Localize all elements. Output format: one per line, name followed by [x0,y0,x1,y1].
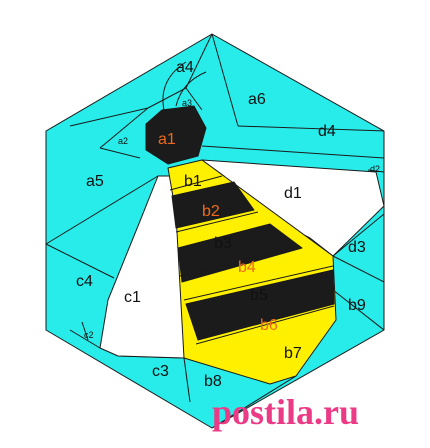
label-b6: b6 [260,317,278,334]
label-c2: c2 [84,330,94,340]
body-segment-lines [169,175,335,345]
label-d2: d2 [370,164,380,174]
stripe-b4 [177,223,303,283]
label-b8: b8 [204,373,222,390]
label-a2: a2 [118,136,128,146]
segment-lines [45,33,385,429]
label-a1: a1 [158,131,176,148]
label-d3: d3 [348,239,366,256]
stripe-b6 [185,269,335,341]
label-a4: a4 [176,59,194,76]
label-d4: d4 [318,123,336,140]
antennae [162,61,207,111]
label-b1: b1 [184,173,202,190]
label-c1: c1 [124,289,141,306]
label-d1: d1 [284,185,302,202]
label-a5: a5 [86,173,104,190]
label-b9: b9 [348,297,366,314]
label-b5: b5 [250,287,268,304]
bee-head [145,105,207,165]
label-c4: c4 [76,273,93,290]
label-c3: c3 [152,363,169,380]
stripe-b2 [171,181,255,229]
label-b2: b2 [202,203,220,220]
label-a3: a3 [182,98,192,108]
label-a6: a6 [248,91,266,108]
label-b7: b7 [284,345,302,362]
label-b3: b3 [214,235,232,252]
watermark: postila.ru [212,392,359,432]
label-b4: b4 [238,259,256,276]
